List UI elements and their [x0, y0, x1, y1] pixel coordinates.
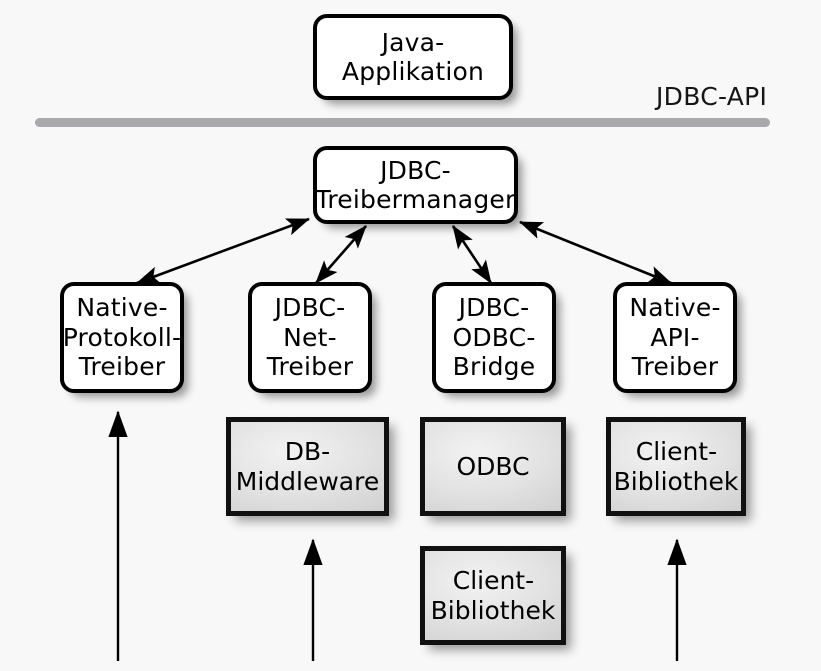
node-line-2: Treibermanager: [315, 185, 516, 214]
node-line-1: Client-: [452, 566, 534, 595]
node-line-2: Net-: [283, 322, 337, 352]
node-line-3: Treiber: [631, 352, 719, 382]
node-line-3: Treiber: [78, 352, 166, 382]
node-jdbc-net-treiber[interactable]: JDBC-Net-Treiber: [248, 282, 372, 393]
node-line-2: Applikation: [341, 57, 485, 86]
node-line-3: Bridge: [452, 352, 536, 382]
jdbc-api-label: JDBC-API: [656, 82, 768, 111]
arrow-manager-native-api: [519, 220, 672, 285]
node-odbc-text: ODBC: [456, 452, 529, 482]
node-line-1: DB-: [284, 437, 331, 466]
node-line-1: Native-: [76, 293, 168, 323]
arrow-manager-jdbc-net: [315, 225, 367, 284]
node-jdbc-net-treiber-text: JDBC-Net-Treiber: [259, 293, 362, 382]
node-native-api-treiber[interactable]: Native-API-Treiber: [613, 282, 737, 393]
node-line-1: Client-: [635, 437, 717, 466]
node-jdbc-odbc-bridge[interactable]: JDBC-ODBC-Bridge: [432, 282, 556, 393]
node-line-1: JDBC-: [458, 293, 530, 323]
node-java-applikation-text: Java-Applikation: [334, 28, 492, 87]
arrow-manager-native-protokoll: [136, 217, 310, 285]
node-native-api-treiber-text: Native-API-Treiber: [621, 293, 728, 382]
node-line-2: Bibliothek: [613, 466, 739, 496]
node-line-2: Middleware: [235, 466, 380, 496]
node-line-2: API-: [650, 322, 700, 352]
node-line-3: Treiber: [266, 352, 354, 382]
node-line-1: JDBC-: [380, 155, 451, 185]
node-odbc[interactable]: ODBC: [420, 417, 566, 516]
node-line-2: Bibliothek: [430, 595, 556, 625]
node-line-1: JDBC-: [274, 293, 346, 323]
node-client-bibliothek-right[interactable]: Client-Bibliothek: [606, 417, 746, 516]
node-line-1: Java-: [381, 27, 445, 57]
node-jdbc-treibermanager[interactable]: JDBC-Treibermanager: [313, 146, 518, 224]
jdbc-api-boundary-line: [35, 118, 770, 127]
node-jdbc-odbc-bridge-text: JDBC-ODBC-Bridge: [444, 293, 543, 382]
arrow-manager-jdbc-odbc: [451, 225, 493, 284]
node-jdbc-treibermanager-text: JDBC-Treibermanager: [308, 156, 524, 215]
node-native-protokoll-treiber[interactable]: Native-Protokoll-Treiber: [60, 282, 184, 393]
node-client-bibliothek-center[interactable]: Client-Bibliothek: [420, 546, 566, 645]
node-java-applikation[interactable]: Java-Applikation: [313, 14, 513, 100]
node-db-middleware[interactable]: DB-Middleware: [226, 417, 389, 516]
node-db-middleware-text: DB-Middleware: [231, 437, 384, 496]
node-client-bibliothek-right-text: Client-Bibliothek: [611, 437, 741, 496]
node-line-1: ODBC: [456, 451, 530, 481]
node-client-bibliothek-center-text: Client-Bibliothek: [425, 566, 561, 625]
node-line-2: ODBC-: [452, 322, 536, 352]
node-line-1: Native-: [629, 293, 721, 323]
node-native-protokoll-treiber-text: Native-Protokoll-Treiber: [55, 293, 190, 382]
node-line-2: Protokoll-: [62, 322, 182, 352]
